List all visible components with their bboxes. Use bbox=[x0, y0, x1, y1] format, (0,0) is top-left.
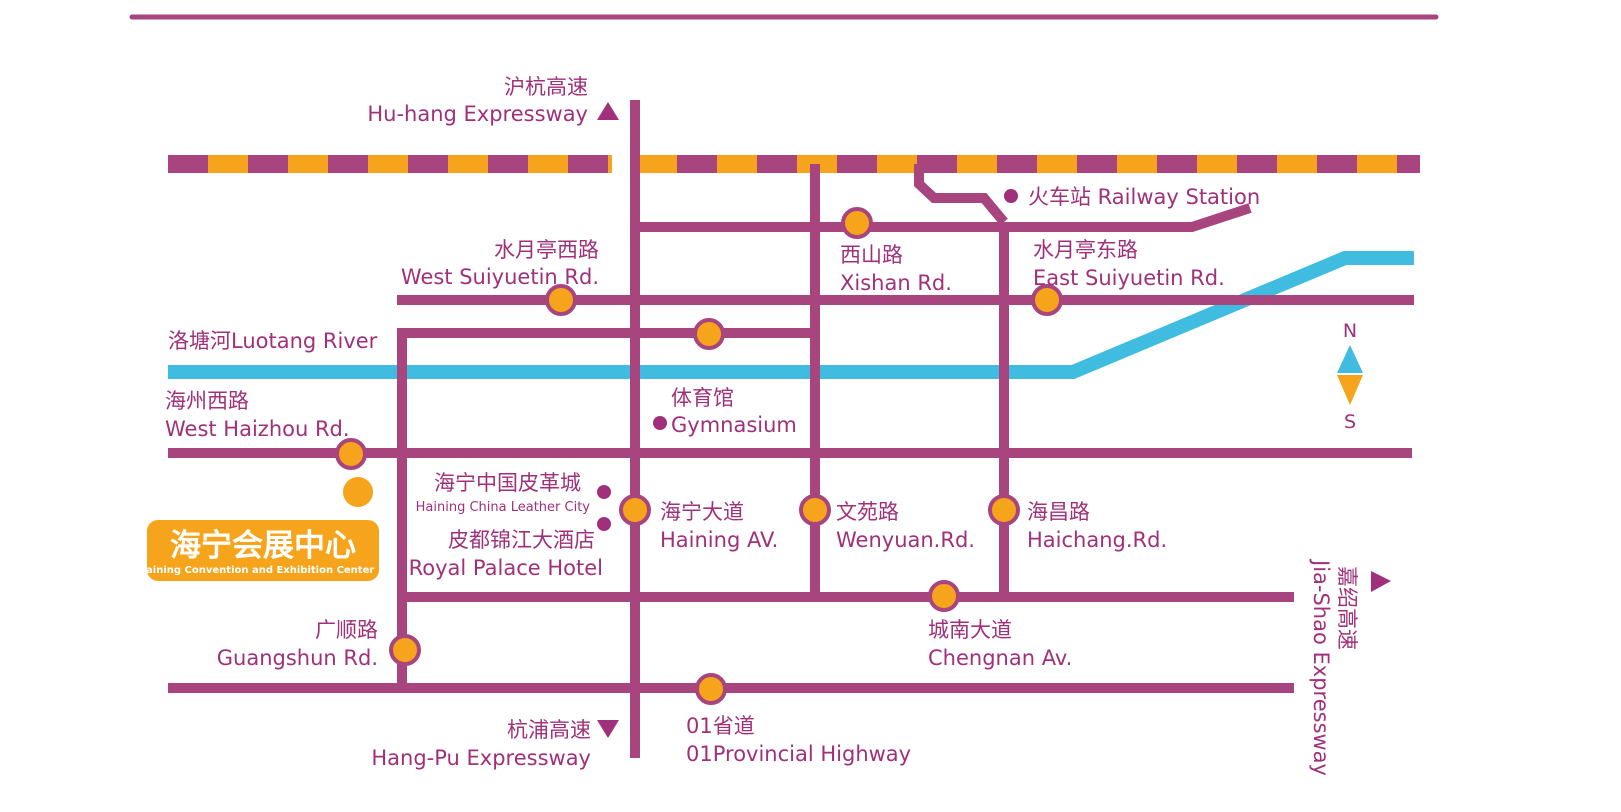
haichang-cn: 海昌路 bbox=[1027, 500, 1090, 524]
xishan-en: Xishan Rd. bbox=[840, 271, 952, 295]
jia-shao-expressway-label: 嘉绍高速 Jia-Shao Expressway bbox=[1309, 558, 1359, 776]
west-haizhou-en: West Haizhou Rd. bbox=[165, 417, 350, 441]
west-suiyuetin-cn: 水月亭西路 bbox=[494, 238, 599, 262]
xishan-cn: 西山路 bbox=[840, 243, 903, 267]
leather-city-cn: 海宁中国皮革城 bbox=[434, 471, 581, 495]
east-suiyuetin-cn: 水月亭东路 bbox=[1033, 238, 1138, 262]
provincial-en: 01Provincial Highway bbox=[686, 742, 911, 766]
venue-badge-bg bbox=[147, 520, 379, 581]
east-arrow-icon bbox=[1371, 571, 1391, 592]
stop-west-haizhou bbox=[335, 438, 367, 470]
stop-guangshun-north bbox=[693, 318, 725, 350]
venue-subtitle: Haining Convention and Exhibition Center bbox=[138, 565, 375, 576]
xishan-horizontal-road bbox=[635, 203, 1252, 232]
compass-south-label: S bbox=[1344, 411, 1356, 433]
compass: N S bbox=[1337, 320, 1363, 433]
venue-badge: 海宁会展中心 Haining Convention and Exhibition… bbox=[138, 520, 379, 581]
stop-guangshun bbox=[389, 634, 421, 666]
venue-marker bbox=[343, 477, 373, 507]
gymnasium-cn: 体育馆 bbox=[671, 386, 734, 410]
leather-city-en: Haining China Leather City bbox=[416, 500, 591, 515]
royal-palace-cn: 皮都锦江大酒店 bbox=[448, 528, 595, 552]
south-arrow-icon bbox=[597, 720, 619, 738]
compass-south-icon bbox=[1337, 375, 1363, 405]
jia-shao-expressway-cn: 嘉绍高速 bbox=[1335, 566, 1359, 650]
luotang-river-label: 洛塘河Luotang River bbox=[168, 329, 378, 353]
jia-shao-expressway-en: Jia-Shao Expressway bbox=[1309, 558, 1333, 776]
royal-palace-dot bbox=[597, 517, 611, 531]
provincial-cn: 01省道 bbox=[686, 714, 755, 738]
leather-city-dot bbox=[597, 485, 611, 499]
haichang-en: Haichang.Rd. bbox=[1027, 528, 1167, 552]
guangshun-en: Guangshun Rd. bbox=[217, 646, 378, 670]
stop-provincial bbox=[695, 673, 727, 705]
railway-station-label: 火车站 Railway Station bbox=[1028, 185, 1260, 209]
railway-station-spur bbox=[914, 164, 1008, 226]
chengnan-cn: 城南大道 bbox=[928, 618, 1012, 642]
venue-title: 海宁会展中心 bbox=[170, 528, 356, 564]
stop-chengnan bbox=[928, 580, 960, 612]
wenyuan-en: Wenyuan.Rd. bbox=[836, 528, 975, 552]
west-haizhou-cn: 海州西路 bbox=[165, 389, 249, 413]
compass-north-icon bbox=[1337, 345, 1363, 373]
hang-pu-expressway-cn: 杭浦高速 bbox=[507, 718, 591, 742]
stop-west-suiyuetin bbox=[545, 284, 577, 316]
haining-av-cn: 海宁大道 bbox=[660, 500, 744, 524]
stop-xishan bbox=[841, 207, 873, 239]
haining-av-en: Haining AV. bbox=[660, 528, 778, 552]
luotang-river bbox=[168, 251, 1414, 379]
royal-palace-en: Royal Palace Hotel bbox=[409, 556, 603, 580]
hu-hang-expressway-cn: 沪杭高速 bbox=[504, 75, 588, 99]
gymnasium-dot bbox=[653, 416, 667, 430]
guangshun-cn: 广顺路 bbox=[315, 618, 378, 642]
west-suiyuetin-en: West Suiyuetin Rd. bbox=[401, 265, 599, 289]
hu-hang-expressway-en: Hu-hang Expressway bbox=[367, 102, 588, 126]
gymnasium-en: Gymnasium bbox=[671, 413, 797, 437]
chengnan-en: Chengnan Av. bbox=[928, 646, 1072, 670]
stop-haining-av bbox=[619, 494, 651, 526]
hang-pu-expressway-en: Hang-Pu Expressway bbox=[371, 746, 591, 770]
stop-wenyuan bbox=[799, 494, 831, 526]
railway-station-dot bbox=[1004, 189, 1018, 203]
compass-north-label: N bbox=[1343, 320, 1357, 342]
guangshun-road bbox=[397, 328, 815, 690]
stop-east-suiyuetin bbox=[1031, 284, 1063, 316]
stop-haichang bbox=[988, 494, 1020, 526]
wenyuan-cn: 文苑路 bbox=[836, 500, 899, 524]
east-suiyuetin-en: East Suiyuetin Rd. bbox=[1033, 266, 1225, 290]
north-arrow-icon bbox=[597, 102, 619, 120]
